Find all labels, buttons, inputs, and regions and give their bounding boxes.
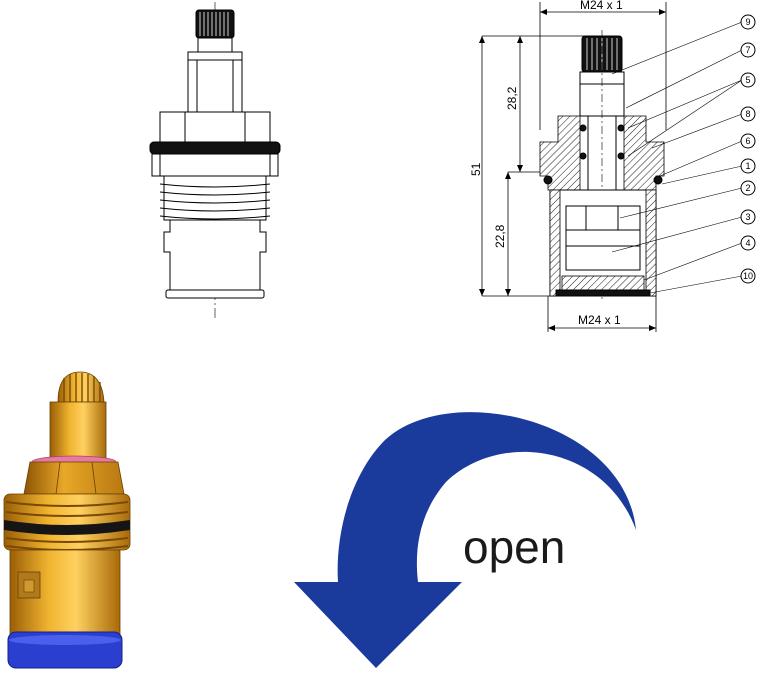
balloon-4: 4 xyxy=(745,238,750,248)
open-label: open xyxy=(463,521,565,573)
part-balloons: 9 7 5 8 6 1 2 3 4 10 xyxy=(740,14,756,284)
lower-height-label: 22,8 xyxy=(493,224,507,248)
upper-height-label: 28,2 xyxy=(505,86,519,110)
balloon-9: 9 xyxy=(745,17,750,27)
balloon-1: 1 xyxy=(745,161,750,171)
bottom-thread-label: M24 x 1 xyxy=(578,313,621,327)
balloon-10: 10 xyxy=(743,271,753,281)
open-direction-arrow: open xyxy=(294,412,636,668)
cartridge-section-view: M24 x 1 51 28,2 22,8 xyxy=(469,0,756,332)
balloon-6: 6 xyxy=(745,136,750,146)
total-height-label: 51 xyxy=(469,162,483,176)
balloon-2: 2 xyxy=(745,183,750,193)
brass-cartridge-render xyxy=(3,371,131,669)
top-thread-label: M24 x 1 xyxy=(580,0,623,12)
cartridge-side-view xyxy=(149,2,281,318)
curved-arrow-icon xyxy=(294,412,636,668)
balloon-8: 8 xyxy=(745,109,750,119)
balloon-5: 5 xyxy=(745,75,750,85)
balloon-7: 7 xyxy=(745,45,750,55)
balloon-3: 3 xyxy=(745,212,750,222)
